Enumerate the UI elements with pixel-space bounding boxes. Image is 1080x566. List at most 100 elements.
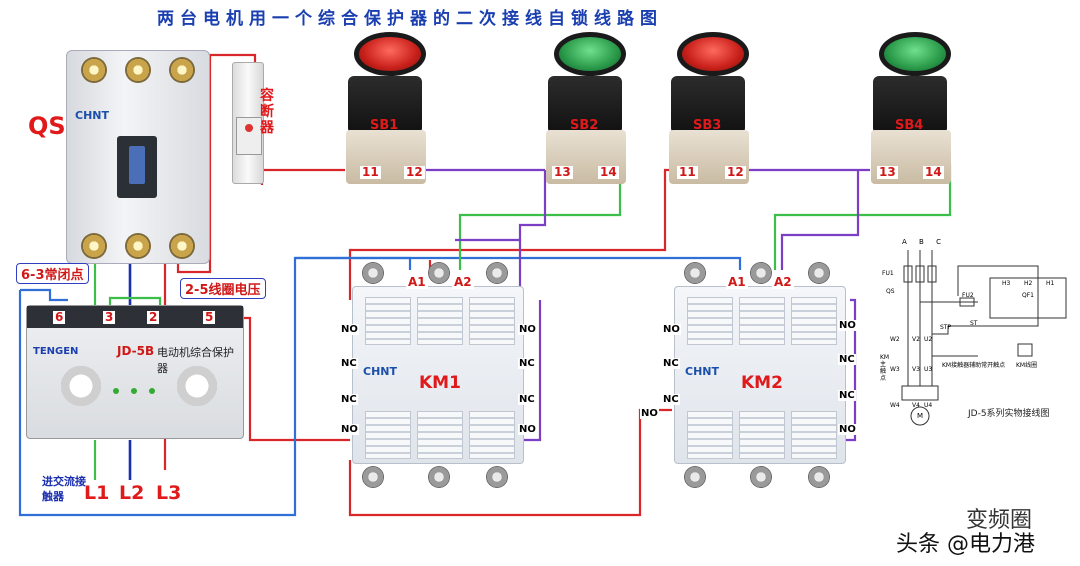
coil-voltage-label: 2-5线圈电压 [180, 278, 266, 299]
schematic-label-aux: KM接触器辅助常开触点 [942, 362, 1006, 369]
km1-bottom-terminal-3 [486, 466, 508, 488]
schematic-drawing [901, 250, 1067, 426]
schematic-label-u3: U3 [924, 366, 933, 373]
sb2-terminal-left: 13 [552, 165, 573, 179]
protector-model: JD-5B [117, 344, 155, 358]
km2-aux-left-2: NC [662, 358, 680, 369]
schematic-label-v4: V4 [912, 402, 920, 409]
schematic-label-w3: W3 [890, 366, 900, 373]
km2-bottom-terminal-3 [808, 466, 830, 488]
km1-brand: CHNT [363, 365, 397, 378]
schematic-label-qf1: QF1 [1022, 292, 1034, 299]
breaker-terminal-top-1 [81, 57, 107, 83]
breaker-terminal-bottom-1 [81, 233, 107, 259]
schematic-label-v3: V3 [912, 366, 920, 373]
km1-coil-a1: A1 [406, 275, 428, 289]
normally-closed-label: 6-3常闭点 [16, 263, 89, 284]
km2-brand: CHNT [685, 365, 719, 378]
schematic-phases: A B C [902, 238, 946, 246]
l2-label: L2 [119, 482, 145, 504]
sb1-terminal-left: 11 [360, 165, 381, 179]
km2-aux-right-3: NC [838, 390, 856, 401]
km2-top-terminal-3 [808, 262, 830, 284]
sb3-body [671, 76, 745, 134]
fuse-label: 容断器 [260, 88, 274, 136]
km1-aux-right-4: NO [518, 424, 537, 435]
sb3-terminal-left: 11 [677, 165, 698, 179]
breaker-handle[interactable] [117, 136, 157, 198]
schematic-label-w4: W4 [890, 402, 900, 409]
sb3-cap[interactable] [677, 32, 749, 76]
protector-led-1 [113, 388, 119, 394]
schematic-label-u4: U4 [924, 402, 933, 409]
schematic-label-st: ST [970, 320, 978, 327]
sb4-terminal-left: 13 [877, 165, 898, 179]
km1-bottom-terminal-1 [362, 466, 384, 488]
circuit-breaker: CHNT [66, 50, 210, 264]
sb4-label: SB4 [895, 118, 924, 133]
km2-aux-right-1: NO [838, 320, 857, 331]
schematic-label-stp: STP [940, 324, 952, 331]
protector-dial-right[interactable] [177, 366, 217, 406]
km2-top-terminal-1 [684, 262, 706, 284]
breaker-terminal-bottom-2 [125, 233, 151, 259]
fuse-holder [232, 62, 264, 184]
schematic-label-fu2: FU2 [962, 292, 974, 299]
contactor-km1: CHNT KM1 A1 A2 NO NC NC NO NO NC NC NO [340, 258, 540, 498]
km2-aux-right-4: NO [838, 424, 857, 435]
breaker-brand: CHNT [75, 109, 109, 122]
sb1-cap[interactable] [354, 32, 426, 76]
sb4-cap[interactable] [879, 32, 951, 76]
breaker-terminal-top-2 [125, 57, 151, 83]
pushbutton-sb2[interactable]: SB2 13 14 [540, 24, 630, 200]
sb1-body [348, 76, 422, 134]
km2-top-terminal-2 [750, 262, 772, 284]
protector-led-2 [131, 388, 137, 394]
schematic-label-u2: U2 [924, 336, 933, 343]
km1-coil-a2: A2 [452, 275, 474, 289]
schematic-label-fu1: FU1 [882, 270, 894, 277]
l3-label: L3 [156, 482, 182, 504]
sb2-terminal-right: 14 [598, 165, 619, 179]
protector-name: 电动机综合保护器 [157, 346, 234, 375]
km1-aux-left-1: NO [340, 324, 359, 335]
km2-bottom-terminal-2 [750, 466, 772, 488]
protector-brand: TENGEN [33, 346, 79, 357]
blue-wires [18, 256, 742, 517]
km1-label: KM1 [419, 373, 461, 393]
sb3-label: SB3 [693, 118, 722, 133]
sb3-terminal-right: 12 [725, 165, 746, 179]
km2-label: KM2 [741, 373, 783, 393]
km2-aux-left-4: NO [640, 408, 659, 419]
protector-led-3 [149, 388, 155, 394]
schematic-label-w2: W2 [890, 336, 900, 343]
km2-bottom-terminal-1 [684, 466, 706, 488]
schematic-label-qs: QS [886, 288, 895, 295]
schematic-label-v2: V2 [912, 336, 920, 343]
sb4-terminal-right: 14 [923, 165, 944, 179]
fuse-window [236, 117, 262, 155]
schematic-label-h1: H1 [1046, 280, 1055, 287]
km1-aux-left-2: NC [340, 358, 358, 369]
km2-coil-a2: A2 [772, 275, 794, 289]
l1-label: L1 [84, 482, 110, 504]
schematic-phase-a: A [902, 238, 912, 246]
sb2-label: SB2 [570, 118, 599, 133]
km1-aux-right-2: NC [518, 358, 536, 369]
protector-terminal-5: 5 [203, 310, 216, 324]
km1-aux-left-3: NC [340, 394, 358, 405]
schematic-label-motor: M [917, 412, 924, 420]
km2-housing: CHNT KM2 [674, 286, 846, 464]
schematic-label-h3: H3 [1002, 280, 1011, 287]
km1-aux-right-1: NO [518, 324, 537, 335]
purple-wires [420, 168, 870, 442]
watermark-bottom: 头条 @电力港 [896, 532, 1035, 557]
diagram-title: 两台电机用一个综合保护器的二次接线自锁线路图 [157, 9, 663, 29]
sb2-cap[interactable] [554, 32, 626, 76]
km1-top-terminal-2 [428, 262, 450, 284]
protector-dial-left[interactable] [61, 366, 101, 406]
schematic-label-main: KM主触点 [880, 354, 890, 382]
pushbutton-sb1[interactable]: SB1 11 12 [340, 24, 430, 200]
pushbutton-sb4[interactable]: SB4 13 14 [865, 24, 955, 200]
pushbutton-sb3[interactable]: SB3 11 12 [663, 24, 753, 200]
